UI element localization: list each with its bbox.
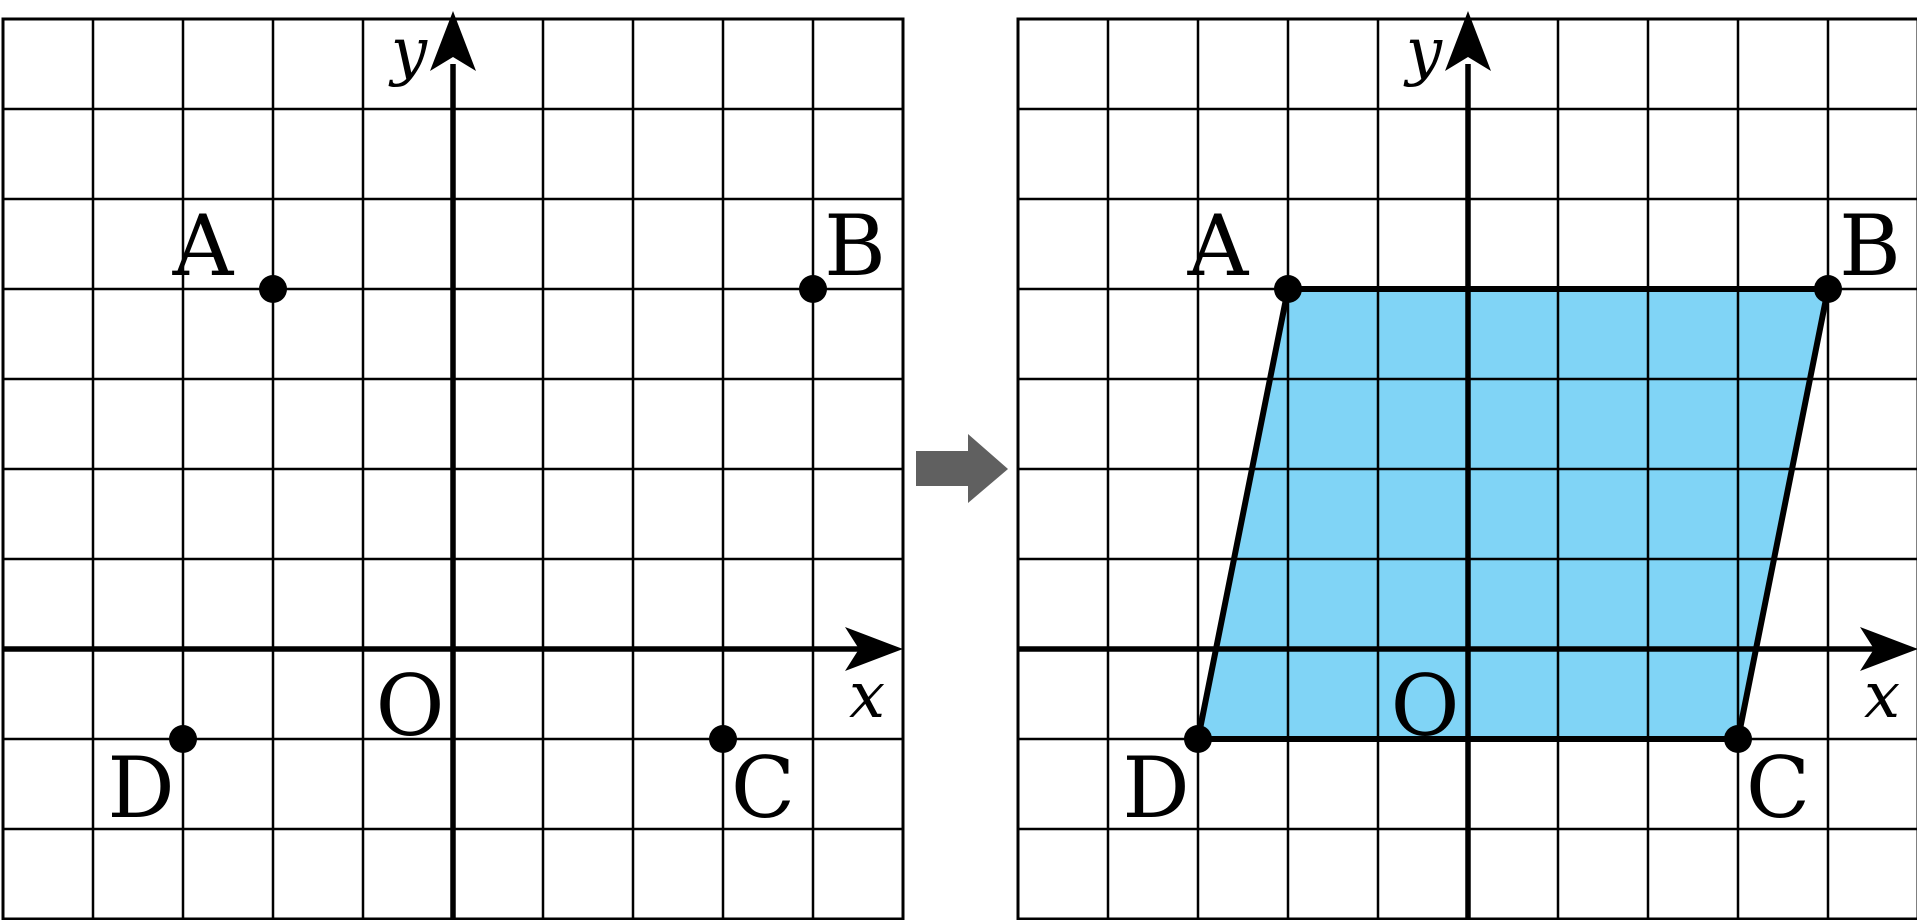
point-label-c: C	[731, 739, 795, 837]
point-a	[259, 275, 287, 303]
transition-arrow-icon	[916, 434, 1008, 503]
x-axis-arrowhead-icon	[1860, 627, 1917, 671]
panel-border	[1, 17, 905, 920]
parallelogram-fill	[1198, 289, 1828, 739]
edge-DA	[1195, 286, 1291, 742]
point-label-d: D	[107, 739, 174, 837]
panel-border	[1016, 17, 1917, 920]
transition-arrow	[916, 434, 1008, 503]
origin-label: O	[376, 657, 445, 755]
point-label-b: B	[1839, 197, 1901, 295]
x-axis-label: x	[1864, 659, 1900, 733]
point-label-b: B	[824, 197, 886, 295]
x-axis-label: x	[849, 659, 885, 733]
edge-BC	[1735, 286, 1831, 742]
point-b	[799, 275, 827, 303]
y-axis-arrowhead-icon	[430, 11, 476, 71]
origin-label: O	[1391, 657, 1460, 755]
x-axis-arrowhead-icon	[845, 627, 903, 671]
y-axis-label: y	[1403, 15, 1443, 89]
point-a	[1274, 275, 1302, 303]
panel-right: x yO A B C D	[1016, 11, 1917, 920]
y-axis-label: y	[388, 15, 428, 89]
point-label-c: C	[1746, 739, 1810, 837]
panel-left: x yO A B C D	[1, 11, 905, 920]
point-d	[169, 725, 197, 753]
point-d	[1184, 725, 1212, 753]
point-b	[1814, 275, 1842, 303]
y-axis-arrowhead-icon	[1445, 11, 1491, 71]
point-label-a: A	[1187, 197, 1250, 295]
point-label-d: D	[1122, 739, 1189, 837]
point-c	[709, 725, 737, 753]
point-c	[1724, 725, 1752, 753]
point-label-a: A	[172, 197, 235, 295]
